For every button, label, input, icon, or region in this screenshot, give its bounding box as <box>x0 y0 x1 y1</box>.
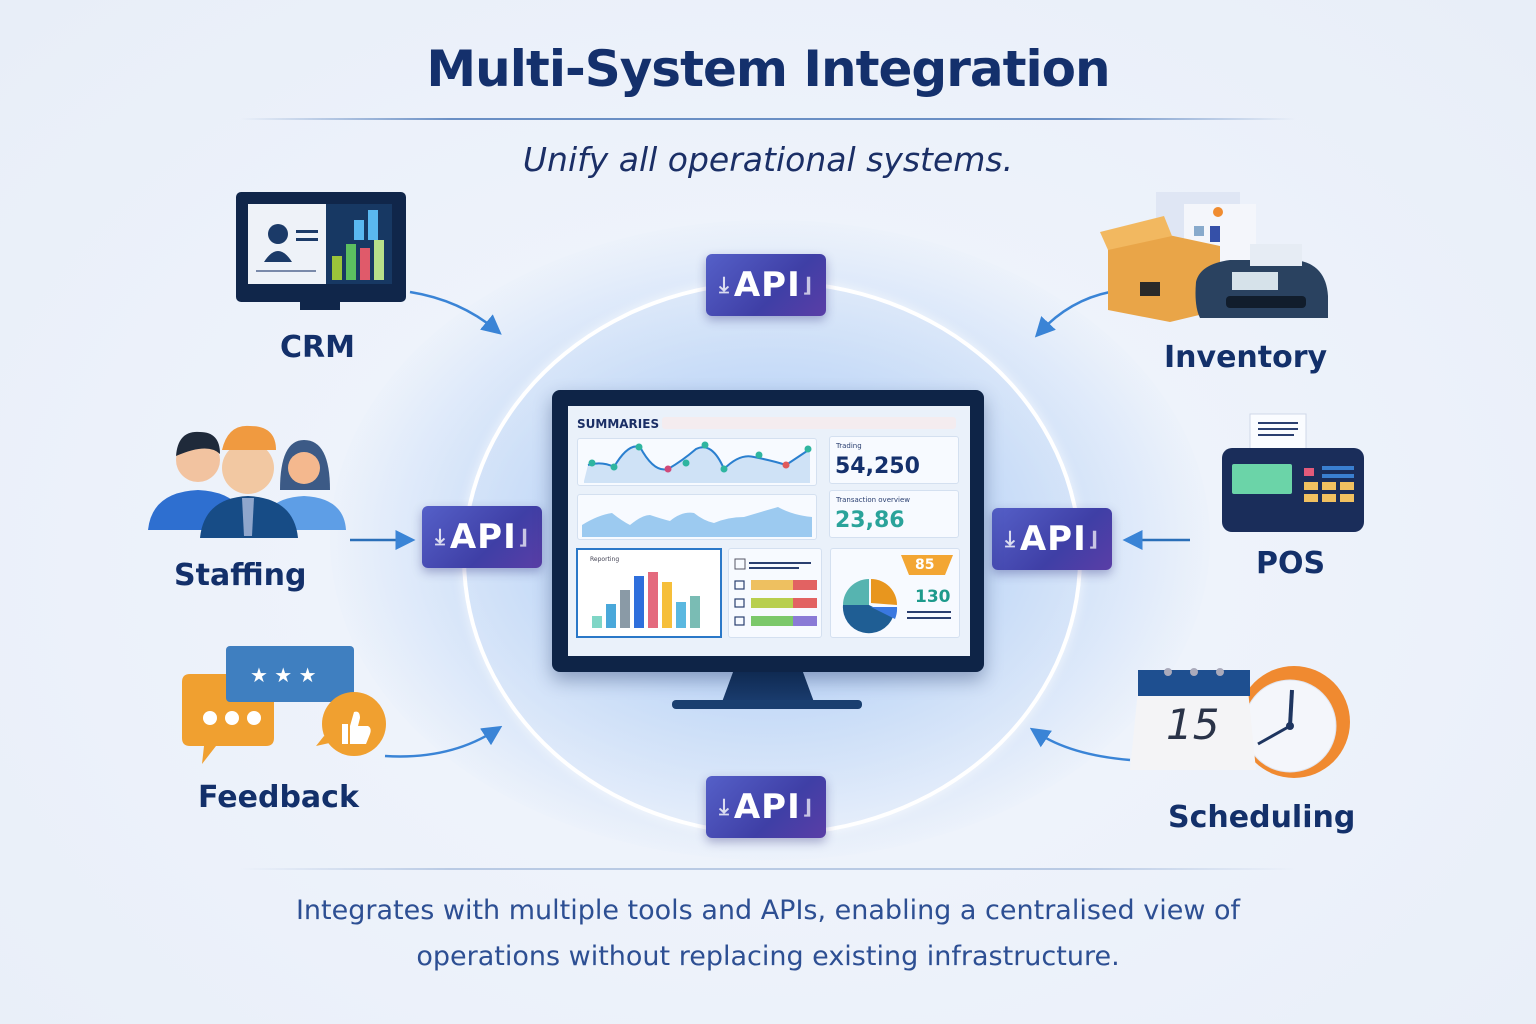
chart-point <box>804 445 812 453</box>
dashboard-section-label: SUMMARIES <box>577 417 660 431</box>
checklist-card <box>728 548 822 638</box>
connector-icon: ⌋ <box>802 795 813 819</box>
pie-slice <box>843 579 869 605</box>
description-line-2: operations without replacing existing in… <box>416 941 1120 972</box>
kpi-label: Transaction overview <box>836 496 910 504</box>
system-label-staffing: Staffing <box>174 558 307 593</box>
page-subtitle: Unify all operational systems. <box>522 140 1014 179</box>
kpi-label: Trading <box>836 442 862 450</box>
footer-divider <box>240 868 1296 870</box>
text-line <box>907 617 951 619</box>
pie-chart-card: 85 130 <box>830 548 960 638</box>
chart-point <box>682 459 690 467</box>
checkbox <box>734 580 745 590</box>
line-chart-card <box>577 438 817 486</box>
description-line-1: Integrates with multiple tools and APIs,… <box>295 895 1241 926</box>
connector-icon: ⌋ <box>518 525 529 549</box>
crm-monitor-icon <box>236 192 406 310</box>
pie-slice <box>842 605 893 634</box>
chart-point <box>755 451 763 459</box>
pos-terminal-icon <box>1222 413 1364 532</box>
kpi-value: 54,250 <box>835 454 920 479</box>
kpi-value: 23,86 <box>835 508 905 533</box>
plug-icon: ⤓ <box>719 794 730 820</box>
page-title: Multi-System Integration <box>426 40 1110 98</box>
chart-point <box>610 463 618 471</box>
chart-point <box>720 465 728 473</box>
arrow-inventory <box>1034 290 1111 338</box>
progress-bar <box>751 616 793 626</box>
kpi-card-transactions: Transaction overview 23,86 <box>829 490 959 538</box>
api-label: API <box>449 517 517 557</box>
progress-bar <box>751 580 793 590</box>
plug-icon: ⤓ <box>435 524 446 550</box>
progress-bar <box>751 598 793 608</box>
system-label-crm: CRM <box>280 330 355 365</box>
secondary-value: 130 <box>915 587 951 607</box>
plug-icon: ⤓ <box>719 272 730 298</box>
checkbox <box>734 558 746 570</box>
api-badge-top[interactable]: ⤓ API ⌋ <box>706 254 826 316</box>
staff-people-icon <box>148 425 346 538</box>
inventory-box-icon <box>1100 192 1328 322</box>
api-badge-bottom[interactable]: ⤓ API ⌋ <box>706 776 826 838</box>
monitor-base <box>672 700 862 709</box>
pie-slice <box>871 579 897 605</box>
calendar-day: 15 <box>1166 700 1220 749</box>
chart-point <box>782 461 790 469</box>
pie-slice <box>871 607 898 619</box>
checkbox <box>734 616 745 626</box>
chart-point <box>701 441 709 449</box>
bar <box>676 602 686 628</box>
bar-chart-card: Reporting <box>576 548 722 638</box>
bar <box>690 596 700 628</box>
connector-icon: ⌋ <box>802 273 813 297</box>
monitor-stand <box>722 672 814 702</box>
system-label-feedback: Feedback <box>198 780 359 815</box>
footer-description: Integrates with multiple tools and APIs,… <box>200 888 1336 980</box>
api-badge-left[interactable]: ⤓ API ⌋ <box>422 506 542 568</box>
chart-point <box>588 459 596 467</box>
badge-value: 85 <box>915 557 935 573</box>
dashboard-header-bar <box>662 417 956 429</box>
checkbox <box>734 598 745 608</box>
arrow-feedback <box>384 725 503 758</box>
text-line <box>907 611 951 613</box>
api-badge-right[interactable]: ⤓ API ⌋ <box>992 508 1112 570</box>
system-label-scheduling: Scheduling <box>1168 800 1356 835</box>
bar <box>592 616 602 628</box>
badge-shape <box>901 555 953 575</box>
kpi-card-trading: Trading 54,250 <box>829 436 959 484</box>
system-label-inventory: Inventory <box>1164 340 1328 375</box>
bar <box>634 576 644 628</box>
calendar-clock-icon <box>1130 666 1350 778</box>
line-chart-series <box>587 445 811 471</box>
area-chart-card <box>577 494 817 540</box>
bar-chart-label: Reporting <box>590 556 620 563</box>
plug-icon: ⤓ <box>1005 526 1016 552</box>
bar <box>606 604 616 628</box>
chart-point <box>635 443 643 451</box>
svg-text:★ ★ ★: ★ ★ ★ <box>250 663 317 687</box>
system-label-pos: POS <box>1256 546 1326 581</box>
chart-point <box>664 465 672 473</box>
bar <box>662 582 672 628</box>
connector-icon: ⌋ <box>1088 527 1099 551</box>
title-divider <box>240 118 1296 120</box>
api-label: API <box>733 787 801 827</box>
feedback-chat-icon: ★ ★ ★ <box>182 646 386 764</box>
arrow-crm <box>409 290 502 335</box>
area-chart-fill <box>582 507 812 537</box>
api-label: API <box>1019 519 1087 559</box>
api-label: API <box>733 265 801 305</box>
bar <box>620 590 630 628</box>
arrow-scheduling <box>1029 727 1131 762</box>
line-chart-area <box>584 446 810 483</box>
bar <box>648 572 658 628</box>
